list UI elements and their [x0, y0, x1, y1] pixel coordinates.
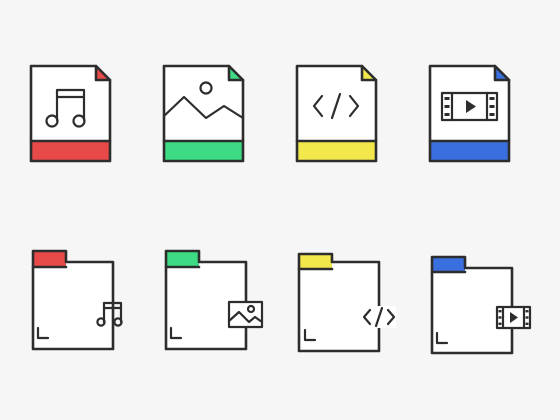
- video-file-icon: [428, 64, 511, 163]
- code-file-icon: [295, 64, 378, 163]
- film-strip-icon: [495, 305, 532, 330]
- landscape-icon: [227, 300, 264, 329]
- music-folder-tab: [33, 251, 66, 267]
- landscape-icon: [162, 81, 245, 120]
- music-note-icon: [96, 301, 123, 327]
- video-folder-icon: [430, 255, 532, 355]
- music-folder-icon: [31, 249, 123, 351]
- film-strip-icon: [440, 91, 499, 122]
- video-folder-tab: [432, 257, 465, 272]
- music-note-icon: [45, 88, 86, 128]
- music-file-icon: [29, 64, 112, 163]
- code-folder-tab: [299, 254, 332, 269]
- code-color-band: [297, 141, 376, 161]
- image-folder-icon: [164, 249, 264, 351]
- music-color-band: [31, 141, 110, 161]
- code-folder-icon: [297, 252, 396, 353]
- image-file-icon: [162, 64, 245, 163]
- image-color-band: [164, 141, 243, 161]
- code-brackets-icon: [360, 306, 396, 328]
- video-color-band: [430, 141, 509, 161]
- image-folder-tab: [166, 251, 199, 267]
- code-brackets-icon: [312, 92, 360, 120]
